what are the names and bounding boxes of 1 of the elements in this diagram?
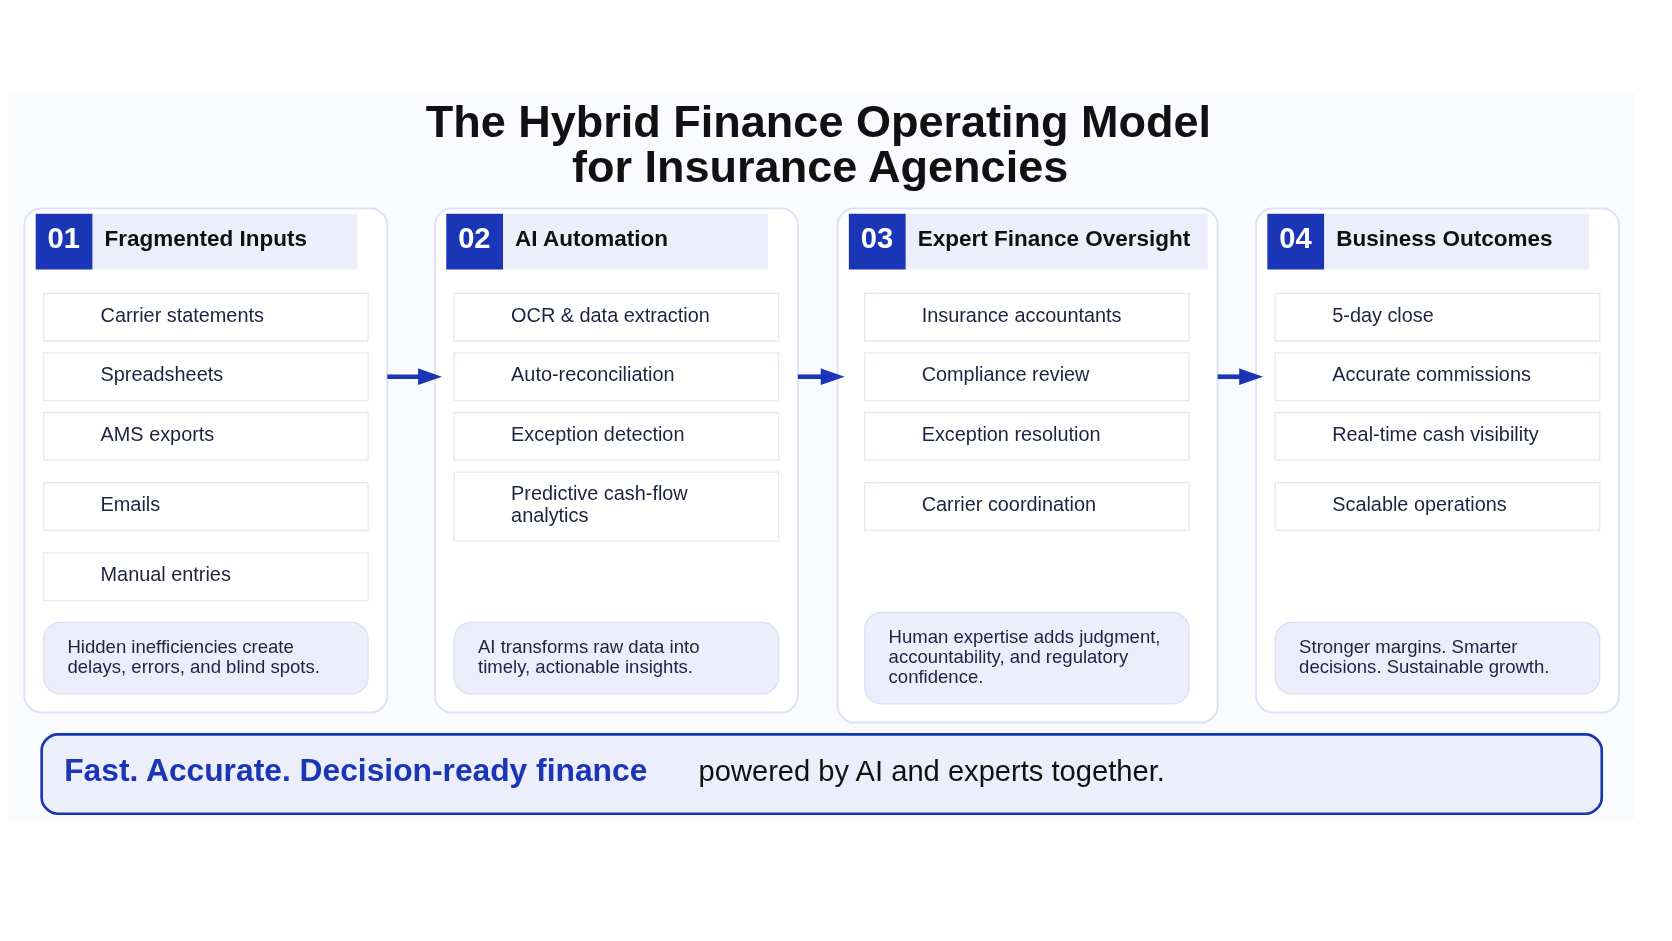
diagram-title: The Hybrid Finance Operating Model for Insurance Agencies	[425, 96, 1212, 193]
